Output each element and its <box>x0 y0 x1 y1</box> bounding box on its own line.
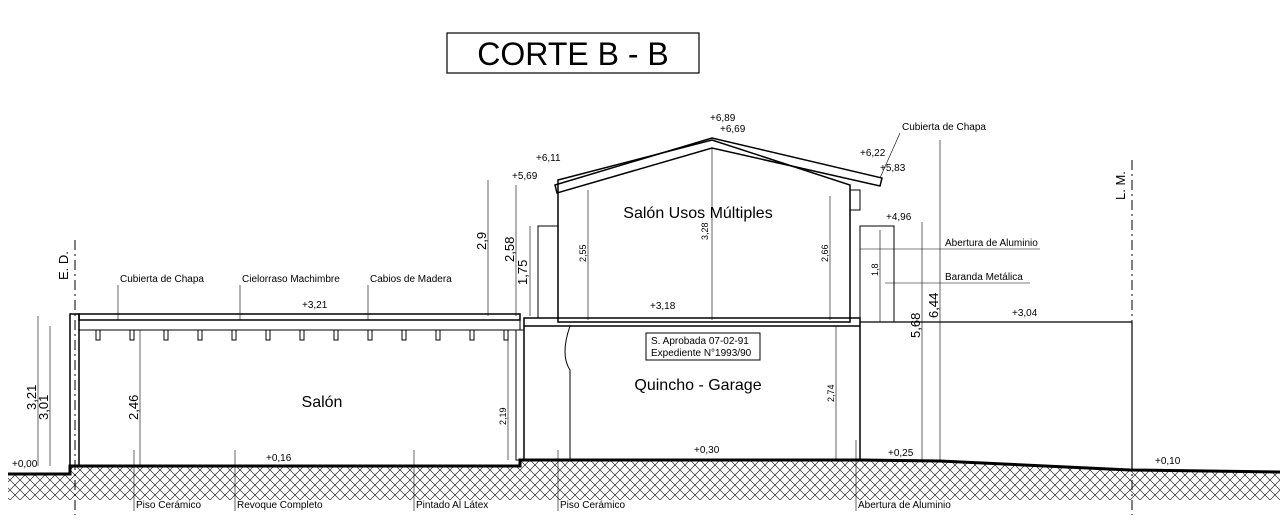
level: +3,21 <box>302 300 328 311</box>
dim: 2,74 <box>826 384 836 402</box>
note-abertura-bottom: Abertura de Aluminio <box>858 500 951 511</box>
dim: 3,21 <box>24 385 39 410</box>
dim: 2,66 <box>820 244 830 262</box>
rafter <box>469 329 475 341</box>
rafter <box>95 329 101 341</box>
note-piso1: Piso Cerámico <box>136 500 201 511</box>
stamp-line1: S. Aprobada 07-02-91 <box>651 336 749 347</box>
dim: 1,75 <box>515 260 530 285</box>
note-cabios: Cabios de Madera <box>370 274 452 285</box>
drawing-title: CORTE B - B <box>477 36 668 72</box>
dim: 3,01 <box>36 395 51 420</box>
salon-structure <box>69 313 525 467</box>
level: +6,22 <box>860 148 886 159</box>
note-cubierta-right: Cubierta de Chapa <box>902 122 986 133</box>
dim: 2,9 <box>474 232 489 250</box>
note-baranda: Baranda Metálica <box>945 272 1023 283</box>
level: +0,30 <box>694 445 720 456</box>
sum-structure <box>523 137 1133 470</box>
level: +5,69 <box>512 171 538 182</box>
level: +3,04 <box>1012 308 1038 319</box>
note-cielorraso: Cielorraso Machimbre <box>242 274 340 285</box>
ed-label: E. D. <box>56 251 71 280</box>
rafter <box>401 329 407 341</box>
dimension-lines <box>37 140 941 466</box>
rafter <box>367 329 373 341</box>
dimension-labels: 3,21 3,01 2,46 2,19 2,9 2,58 1,75 2,55 3… <box>24 222 941 425</box>
level: +0,10 <box>1155 456 1181 467</box>
lm-label: L. M. <box>1113 171 1128 200</box>
rafter <box>265 329 271 341</box>
dim: 3,28 <box>700 222 710 240</box>
room-quincho: Quincho - Garage <box>634 377 761 394</box>
dim: 2,46 <box>126 395 141 420</box>
note-abertura-top: Abertura de Aluminio <box>945 238 1038 249</box>
level: +4,96 <box>886 212 912 223</box>
rafter <box>299 329 305 341</box>
rafter <box>435 329 441 341</box>
room-salon: Salón <box>302 394 343 411</box>
dim: 1,8 <box>870 263 880 276</box>
approval-stamp: S. Aprobada 07-02-91 Expediente N°1993/9… <box>645 332 761 361</box>
note-piso2: Piso Cerámico <box>560 500 625 511</box>
rafter <box>231 329 237 341</box>
dim: 5,68 <box>908 313 923 338</box>
notes: Cubierta de Chapa Cielorraso Machimbre C… <box>117 122 1040 511</box>
level: +0,25 <box>888 448 914 459</box>
rafter <box>333 329 339 341</box>
note-revoque: Revoque Completo <box>237 500 323 511</box>
stamp-line2: Expediente N°1993/90 <box>651 348 752 359</box>
level: +6,69 <box>720 124 746 135</box>
room-sum: Salón Usos Múltiples <box>623 205 772 222</box>
rafter <box>129 329 135 341</box>
dim: 2,55 <box>578 244 588 262</box>
level-marks: +0,00 +0,16 +0,30 +0,25 +0,10 +3,21 +3,1… <box>12 113 1181 470</box>
dim: 6,44 <box>926 293 941 318</box>
ground <box>8 458 1280 500</box>
rafter <box>197 329 203 341</box>
dim: 2,58 <box>502 237 517 262</box>
level: +0,00 <box>12 459 38 470</box>
title-box: CORTE B - B <box>446 32 700 74</box>
level: +5,83 <box>880 163 906 174</box>
note-pintado: Pintado Al Látex <box>416 500 488 511</box>
level: +3,18 <box>650 301 676 312</box>
level: +6,89 <box>710 113 736 124</box>
level: +0,16 <box>266 453 292 464</box>
rafter <box>163 329 169 341</box>
dim: 2,19 <box>498 407 508 425</box>
level: +6,11 <box>536 153 561 164</box>
rafter <box>503 329 509 341</box>
note-cubierta-left: Cubierta de Chapa <box>120 274 204 285</box>
